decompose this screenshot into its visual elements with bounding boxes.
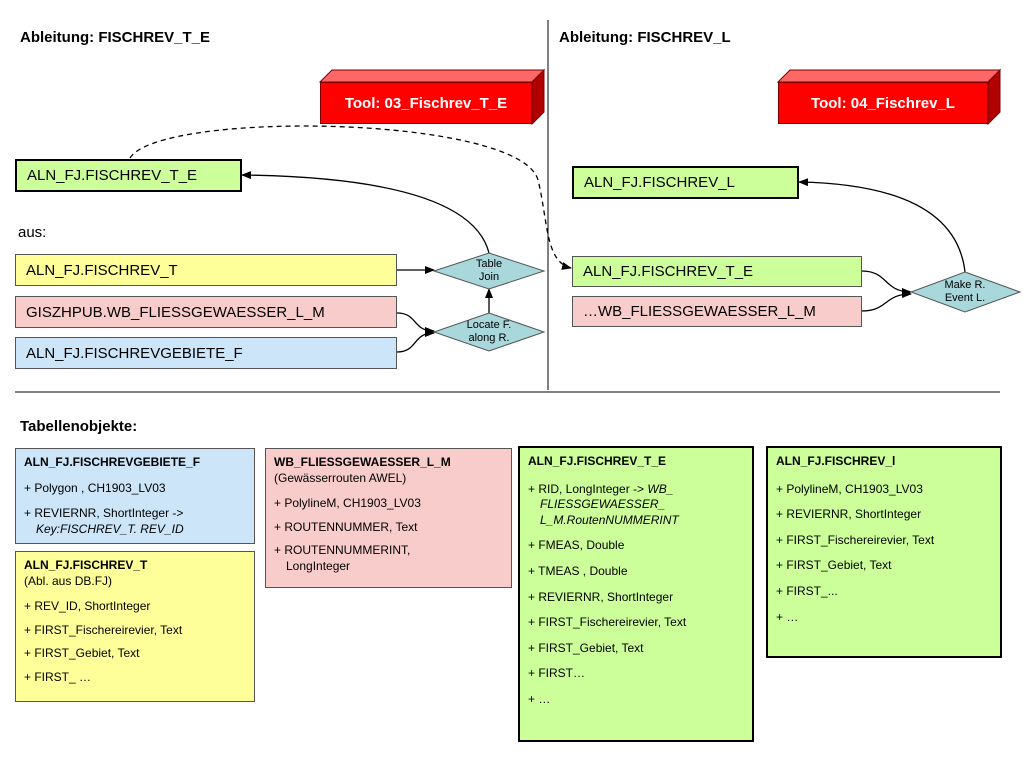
table-field: + FIRST_Gebiet, Text	[776, 558, 892, 573]
dashed-reuse-arrow	[129, 125, 572, 270]
table-title: ALN_FJ.FISCHREV_l	[776, 454, 896, 468]
table-title: WB_FLIESSGEWAESSER_L_M	[274, 455, 451, 469]
arrow-wb-to-make-event	[861, 290, 912, 312]
table-field: + FIRST_ …	[24, 669, 92, 684]
table-field: + Polygon , CH1903_LV03	[24, 480, 166, 495]
tool-right-side-face	[987, 68, 1001, 126]
table-fischrevgebiete: ALN_FJ.FISCHREVGEBIETE_F + Polygon , CH1…	[15, 448, 255, 544]
table-title: ALN_FJ.FISCHREVGEBIETE_F	[24, 455, 201, 469]
table-fischrev-l: ALN_FJ.FISCHREV_l + PolylineM, CH1903_LV…	[766, 446, 1002, 658]
table-field: + FIRST_Fischereirevier, Text	[528, 615, 687, 630]
arrow-te-to-make-event	[861, 270, 912, 296]
right-heading: Ableitung: FISCHREV_L	[559, 29, 731, 46]
table-field: + REVIERNR, ShortInteger	[528, 589, 674, 604]
input-fischrev-t-e: ALN_FJ.FISCHREV_T_E	[572, 256, 862, 287]
input-fischrev-t: ALN_FJ.FISCHREV_T	[15, 254, 397, 286]
output-fischrev-t-e: ALN_FJ.FISCHREV_T_E	[15, 159, 242, 192]
left-heading: Ableitung: FISCHREV_T_E	[20, 29, 211, 46]
table-subtitle: (Abl. aus DB.FJ)	[24, 573, 113, 588]
table-field: + TMEAS , Double	[528, 563, 628, 578]
make-event-diamond	[909, 271, 1022, 313]
table-subtitle: (Gewässerrouten AWEL)	[274, 470, 407, 485]
arrow-gebiete-to-locate	[396, 329, 435, 353]
table-field-continuation: FLIESSGEWAESSER_	[540, 497, 666, 512]
tool-04-fischrev-l: Tool: 04_Fischrev_L	[778, 70, 1001, 125]
table-field: + REVIERNR, ShortInteger ->	[24, 506, 184, 521]
table-field: + FIRST_Gebiet, Text	[24, 646, 140, 661]
table-field: + FIRST…	[528, 666, 586, 681]
table-field: + …	[776, 609, 799, 624]
arrow-make-event-to-output	[798, 178, 966, 273]
tool-label-right: Tool: 04_Fischrev_L	[778, 82, 988, 124]
table-field-rid: + RID, LongInteger -> WB_	[528, 481, 674, 496]
table-field-continuation: Key:FISCHREV_T. REV_ID	[36, 521, 184, 536]
arrow-table-join-to-output	[241, 171, 490, 254]
table-field: + FMEAS, Double	[528, 538, 625, 553]
table-title: ALN_FJ.FISCHREV_T	[24, 558, 148, 572]
tables-heading: Tabellenobjekte:	[20, 418, 138, 435]
tool-left-side-face	[531, 68, 545, 126]
table-field: + REV_ID, ShortInteger	[24, 599, 151, 614]
locate-diamond	[432, 312, 546, 352]
table-field-continuation: LongInteger	[286, 558, 351, 573]
table-title: ALN_FJ.FISCHREV_T_E	[528, 454, 667, 468]
tool-label-left: Tool: 03_Fischrev_T_E	[320, 82, 532, 124]
tool-03-fischrev-t-e: Tool: 03_Fischrev_T_E	[320, 70, 545, 125]
table-field: + ROUTENNUMMER, Text	[274, 519, 418, 534]
table-field: + FIRST_Fischereirevier, Text	[776, 532, 935, 547]
table-fischrev-t: ALN_FJ.FISCHREV_T (Abl. aus DB.FJ) + REV…	[15, 551, 255, 702]
make-event-label: Make R.Event L.	[944, 279, 986, 304]
table-field: + …	[528, 691, 551, 706]
table-field: + FIRST_...	[776, 583, 838, 598]
output-fischrev-l: ALN_FJ.FISCHREV_L	[572, 166, 799, 199]
input-wb-fliessgewaesser-short: …WB_FLIESSGEWAESSER_L_M	[572, 296, 862, 327]
table-fischrev-t-e: ALN_FJ.FISCHREV_T_E + RID, LongInteger -…	[518, 446, 754, 742]
table-field: + REVIERNR, ShortInteger	[776, 507, 922, 522]
table-field: + PolylineM, CH1903_LV03	[776, 481, 923, 496]
locate-label: Locate F.along R.	[466, 319, 512, 344]
table-wb-fliessgewaesser: WB_FLIESSGEWAESSER_L_M (Gewässerrouten A…	[265, 448, 512, 588]
table-field: + PolylineM, CH1903_LV03	[274, 496, 421, 511]
table-join-diamond	[432, 252, 546, 290]
table-field: + FIRST_Gebiet, Text	[528, 640, 644, 655]
table-field: + ROUTENNUMMERINT,	[274, 543, 411, 558]
input-wb-fliessgewaesser: GISZHPUB.WB_FLIESSGEWAESSER_L_M	[15, 296, 397, 328]
table-field: + FIRST_Fischereirevier, Text	[24, 622, 183, 637]
table-field-continuation: L_M.RoutenNUMMERINT	[540, 512, 679, 527]
aus-label: aus:	[18, 224, 47, 241]
arrow-wb-to-locate	[396, 312, 435, 335]
input-fischrevgebiete: ALN_FJ.FISCHREVGEBIETE_F	[15, 337, 397, 369]
